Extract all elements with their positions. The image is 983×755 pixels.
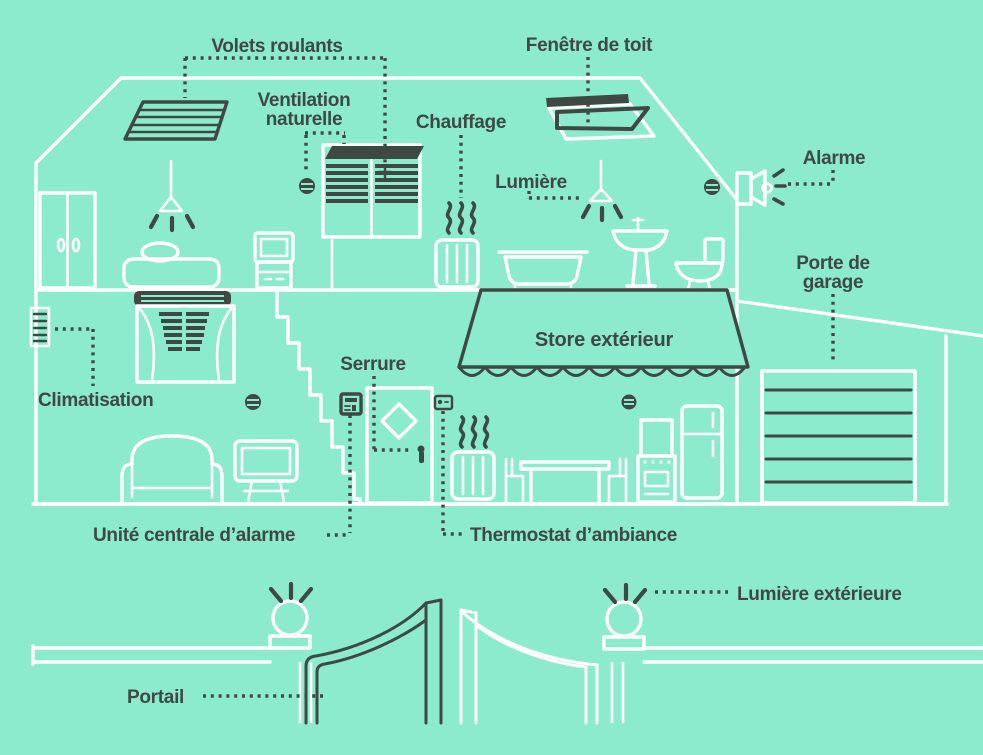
- ventilation-window: [299, 143, 424, 239]
- ceiling-lamp-bathroom-icon: [580, 159, 624, 223]
- bed: [122, 241, 221, 293]
- terrace-knob-icon: [621, 394, 637, 410]
- sofa: [120, 434, 224, 504]
- thermostat-icon: [433, 394, 454, 411]
- fridge: [680, 404, 724, 500]
- label-ventilation-line1: Ventilation: [258, 90, 351, 111]
- label-fenetre-de-toit: Fenêtre de toit: [526, 35, 653, 56]
- label-thermostat: Thermostat d’ambiance: [470, 525, 677, 546]
- radiator-lower-icon: [450, 415, 496, 501]
- label-porte-de-garage-line1: Porte de: [796, 253, 870, 274]
- wardrobe: [38, 191, 97, 290]
- ceiling-lamp-bedroom-icon: [148, 159, 196, 233]
- entry-door: [365, 386, 434, 505]
- toilet: [674, 237, 725, 292]
- label-portail: Portail: [127, 687, 184, 708]
- window-blinds-icon: [326, 164, 418, 203]
- label-serrure: Serrure: [340, 354, 406, 375]
- gate-left-leaf-icon: [304, 598, 443, 725]
- label-lumiere: Lumière: [495, 172, 567, 193]
- stairs: [275, 289, 362, 505]
- fence-right: [642, 646, 983, 664]
- label-store-exterieur: Store extérieur: [535, 329, 674, 351]
- labels: Volets roulants Ventilation naturelle Fe…: [38, 35, 902, 708]
- label-alarme: Alarme: [803, 148, 866, 169]
- label-volets-roulants: Volets roulants: [211, 36, 342, 57]
- label-lumiere-exterieure: Lumière extérieure: [737, 584, 902, 605]
- exterior-lamp-right-icon: [602, 582, 648, 724]
- alarm-keypad-icon: [339, 392, 363, 416]
- roof-shutter-icon: [123, 100, 229, 141]
- label-porte-de-garage-line2: garage: [803, 272, 864, 293]
- fence-left: [31, 644, 272, 666]
- exterior-lamp-left-icon: [268, 581, 314, 724]
- alarm-siren-icon: [735, 168, 787, 207]
- air-conditioner-icon: [29, 306, 51, 348]
- sink: [611, 216, 669, 288]
- tv-living: [233, 439, 299, 504]
- label-ventilation-line2: naturelle: [266, 109, 343, 130]
- dresser-tv: [253, 231, 334, 292]
- wall-knob-icon: [704, 179, 720, 195]
- stairs-knob-icon: [245, 394, 261, 410]
- label-chauffage: Chauffage: [416, 112, 506, 133]
- garage-door-icon: [760, 369, 917, 505]
- label-climatisation: Climatisation: [38, 390, 153, 411]
- radiator-upper-icon: [434, 201, 480, 289]
- ventilation-knob-icon: [299, 178, 315, 194]
- leader-lines: [55, 56, 835, 698]
- stove: [636, 418, 677, 504]
- awning-icon: Store extérieur: [457, 288, 750, 377]
- living-window-blinds-icon: [159, 312, 209, 351]
- label-unite-centrale: Unité centrale d’alarme: [93, 525, 295, 546]
- dining-table: [504, 457, 628, 504]
- gate-right-leaf-icon: [459, 608, 599, 725]
- living-window-shutter: [134, 291, 236, 384]
- roof-window-icon: [546, 94, 656, 141]
